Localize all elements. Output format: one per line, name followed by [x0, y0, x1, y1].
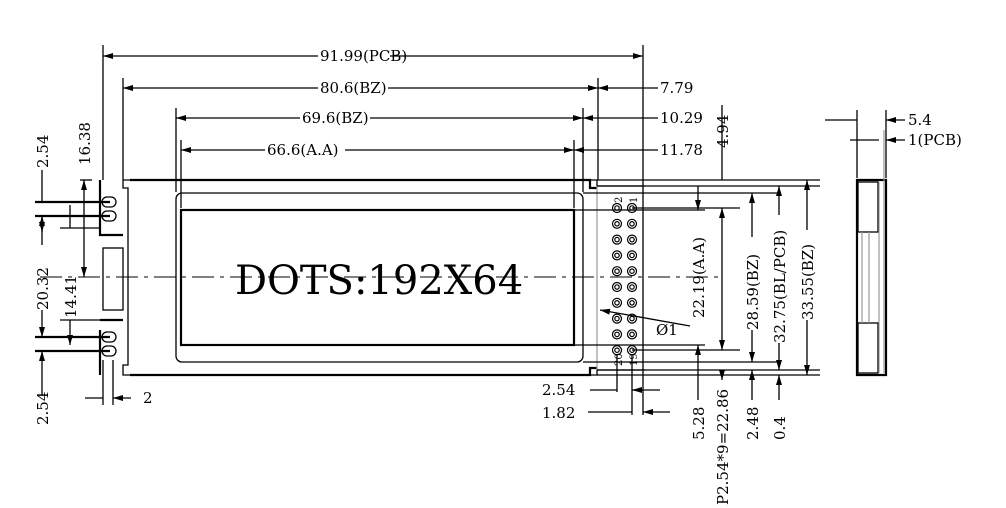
- pin-label-1: 1: [629, 197, 640, 203]
- pin-pad: [611, 345, 623, 356]
- pin-header: [611, 202, 638, 356]
- pin-label-2: 2: [614, 197, 625, 203]
- side-view: 5.4 1(PCB): [825, 110, 962, 377]
- pin-pad: [626, 250, 638, 261]
- dim-right-offset-3: 11.78: [660, 141, 703, 159]
- top-dimensions: 91.99(PCB) 80.6(BZ) 69.6(BZ) 66.6(A.A) 7…: [103, 47, 703, 159]
- lcd-module-front: DOTS:192X64: [122, 178, 645, 377]
- dim-14-41: 14.41: [62, 275, 80, 318]
- pin-hole: [629, 268, 635, 275]
- pin-hole: [614, 252, 620, 259]
- pin-hole: [629, 331, 635, 338]
- dim-edge-offset: 2: [143, 389, 153, 407]
- pin-pad: [626, 218, 638, 229]
- pin-pad: [626, 281, 638, 293]
- pin-pad: [611, 313, 623, 324]
- pin-label-20: 20: [614, 353, 625, 366]
- pin-hole: [614, 221, 620, 227]
- dim-bottom-pin-pitch: 2.54: [542, 381, 575, 399]
- pin-pad: [626, 234, 638, 245]
- dim-16-38: 16.38: [76, 122, 94, 165]
- pin-hole: [614, 299, 620, 306]
- pin-hole: [614, 236, 620, 243]
- dim-right-offset-2: 10.29: [660, 109, 703, 127]
- pin-pad: [611, 234, 623, 245]
- pin-pad: [626, 313, 638, 324]
- pin-hole: [629, 284, 635, 290]
- dim-5-28: 5.28: [690, 407, 708, 440]
- pin-pad: [626, 266, 638, 277]
- right-dimensions: 4.94 P2.54*9=22.86 22.19(A.A) 5.28 28.59…: [574, 105, 820, 505]
- pin-hole: [629, 236, 635, 243]
- pin-hole: [614, 315, 620, 322]
- pin-hole: [629, 299, 635, 306]
- pin-label-19: 19: [629, 353, 640, 366]
- pin-hole: [629, 221, 635, 227]
- pin-pad: [611, 281, 623, 293]
- dim-0-4: 0.4: [771, 416, 789, 440]
- pin-hole: [614, 331, 620, 338]
- pin-hole: [614, 268, 620, 275]
- dim-pin-pitch-bottom: 2.54: [34, 392, 52, 425]
- pin-pad: [611, 329, 623, 340]
- left-connectors: [35, 180, 124, 405]
- extension-lines: [102, 45, 644, 208]
- dim-bezel-width: 80.6(BZ): [320, 79, 387, 97]
- dim-bezel-height: 28.59(BZ): [744, 254, 762, 330]
- dim-2-48: 2.48: [744, 407, 762, 440]
- dim-bottom-pin-offset: 1.82: [542, 404, 575, 422]
- pin-hole: [629, 252, 635, 259]
- pin-pad: [611, 250, 623, 261]
- pin-hole: [629, 315, 635, 322]
- dim-hole-diameter: Ø1: [656, 321, 678, 339]
- dim-pcb-width: 91.99(PCB): [320, 47, 407, 65]
- pin-pad: [611, 297, 623, 308]
- dim-top-offset: 4.94: [714, 115, 732, 148]
- dim-bezel-inner-width: 69.6(BZ): [302, 109, 369, 127]
- pin-pad: [611, 218, 623, 229]
- dim-side-pcb-thickness: 1(PCB): [908, 131, 962, 149]
- dim-side-thickness: 5.4: [908, 111, 932, 129]
- dim-pin-row-span: P2.54*9=22.86: [714, 389, 732, 505]
- dim-right-offset-1: 7.79: [660, 79, 693, 97]
- left-dimensions: 2.54 16.38 20.32 14.41 2.54 2: [34, 122, 153, 425]
- dim-bl-pcb-height: 32.75(BL/PCB): [771, 230, 789, 343]
- display-resolution-text: DOTS:192X64: [235, 258, 523, 304]
- dim-bezel-outer-height: 33.55(BZ): [799, 244, 817, 320]
- dim-pin-pitch-top: 2.54: [34, 135, 52, 168]
- pin-pad: [626, 329, 638, 340]
- dim-active-area-width: 66.6(A.A): [267, 141, 339, 159]
- pin-pad: [626, 297, 638, 308]
- bottom-dimensions: 2.54 1.82: [542, 355, 670, 422]
- pin-hole: [614, 284, 620, 290]
- pin-pad: [611, 266, 623, 277]
- pin-pad: [611, 202, 623, 214]
- pin-hole: [614, 347, 620, 354]
- dim-connector-span: 20.32: [34, 267, 52, 310]
- dim-active-area-height: 22.19(A.A): [690, 237, 708, 318]
